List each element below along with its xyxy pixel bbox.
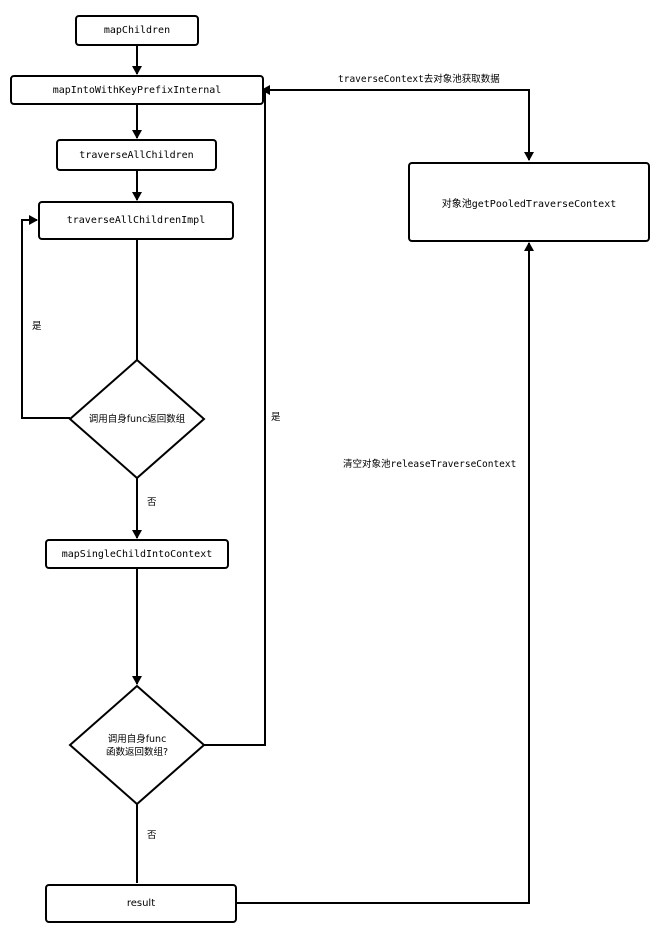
arrow-to-mapinto-right <box>261 85 530 160</box>
node-traverse-all-children-impl: traverseAllChildrenImpl <box>38 201 234 240</box>
label-loop-yes: 是 <box>32 321 42 332</box>
arrow-decision2-yes-to-mapinto <box>204 90 266 746</box>
decision2-text-line1: 调用自身func <box>107 734 167 745</box>
node-map-into-with-key-prefix-internal: mapIntoWithKeyPrefixInternal <box>10 75 264 105</box>
node-traverse-all-children: traverseAllChildren <box>56 139 217 171</box>
label-release-pool: 清空对象池releaseTraverseContext <box>343 459 517 470</box>
decision1-label: 调用自身func返回数组 <box>72 413 202 426</box>
node-map-single-child-into-context: mapSingleChildIntoContext <box>45 539 229 569</box>
decision2-label: 调用自身func 函数返回数组? <box>72 733 202 759</box>
arrow-decision1-loop-back <box>21 215 70 419</box>
label-decision2-no: 否 <box>147 830 157 841</box>
decision1-text: 调用自身func返回数组 <box>88 414 186 425</box>
label-get-from-pool: traverseContext去对象池获取数据 <box>338 74 500 85</box>
label-decision2-yes: 是 <box>271 412 281 423</box>
label-decision1-no: 否 <box>147 497 157 508</box>
decision2-shape <box>68 684 206 806</box>
node-map-children: mapChildren <box>75 15 199 46</box>
arrow-result-to-pool <box>236 242 534 904</box>
node-pooled-traverse-context: 对象池getPooledTraverseContext <box>408 162 650 242</box>
decision1-shape <box>68 358 206 480</box>
decision2-text-line2: 函数返回数组? <box>105 747 169 758</box>
node-result: result <box>45 884 237 923</box>
